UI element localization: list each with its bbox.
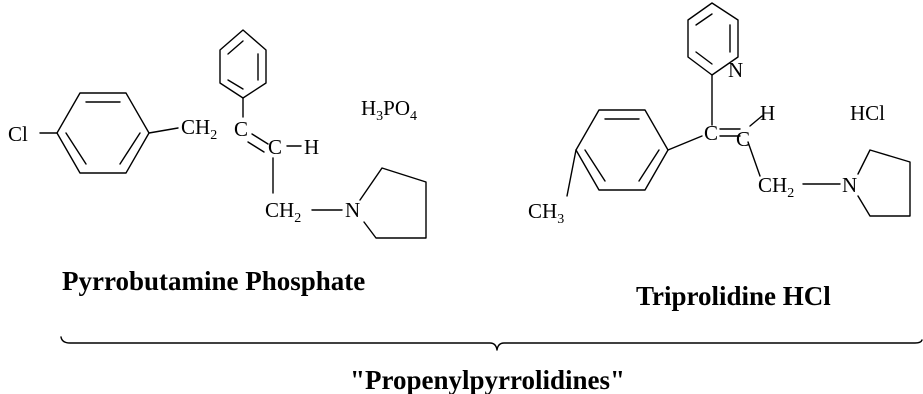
- phenyl-ring: [219, 29, 267, 99]
- pyridine-n-label: N: [728, 58, 743, 82]
- chlorine-label: Cl: [8, 122, 28, 146]
- ring-ch2-bond: [148, 127, 179, 134]
- pyridine-inner-bond-3: [695, 51, 713, 65]
- tolyl-ring: [575, 109, 669, 191]
- vinyl-h-label: H: [304, 135, 319, 159]
- phosphoric-acid-label: H3PO4: [361, 96, 417, 124]
- c-alpha-label: C: [704, 121, 718, 145]
- tolyl-inner-bond-3: [638, 149, 660, 182]
- pyrrobutamine-structure: Cl CH2 C C H CH2 N H3PO4: [8, 29, 427, 239]
- chlorophenyl-ring: [56, 92, 150, 174]
- c-h-bond: [749, 115, 763, 127]
- c-ch2-bond: [747, 141, 761, 177]
- c-beta-label: C: [268, 135, 282, 159]
- methyl-label: CH3: [528, 199, 564, 227]
- cc-double-bond-2: [247, 141, 265, 153]
- triprolidine-name: Triprolidine HCl: [636, 281, 831, 311]
- pyrrobutamine-name: Pyrrobutamine Phosphate: [62, 266, 365, 296]
- pyrrolidine-ring: [857, 149, 911, 217]
- phenyl-inner-bond-1: [227, 40, 244, 55]
- methylene-label: CH2: [758, 173, 794, 201]
- hydrochloride-label: HCl: [850, 101, 885, 125]
- c-beta-label: C: [736, 127, 750, 151]
- tolyl-inner-bond-2: [584, 149, 606, 182]
- chlorophenyl-inner-bond-3: [119, 132, 141, 165]
- pyrrolidine-n-label: N: [842, 173, 857, 197]
- pyridine-inner-bond-1: [695, 13, 713, 26]
- phenyl-inner-bond-3: [227, 79, 244, 90]
- triprolidine-structure: N C C H CH3 CH2 N HCl: [528, 2, 911, 227]
- class-label: "Propenylpyrrolidines": [350, 365, 625, 394]
- grouping-brace: [60, 336, 923, 351]
- ch2-label: CH2: [181, 115, 217, 143]
- pyrrolidine-n-label: N: [345, 198, 360, 222]
- cc-double-bond-1: [251, 133, 269, 145]
- vinyl-h-label: H: [760, 101, 775, 125]
- pyrrolidine-ring: [359, 167, 427, 239]
- c-alpha-label: C: [234, 117, 248, 141]
- tolyl-c-bond: [667, 135, 703, 151]
- chlorophenyl-inner-bond-2: [65, 132, 87, 165]
- methyl-bond: [566, 149, 577, 197]
- methylene-label: CH2: [265, 198, 301, 226]
